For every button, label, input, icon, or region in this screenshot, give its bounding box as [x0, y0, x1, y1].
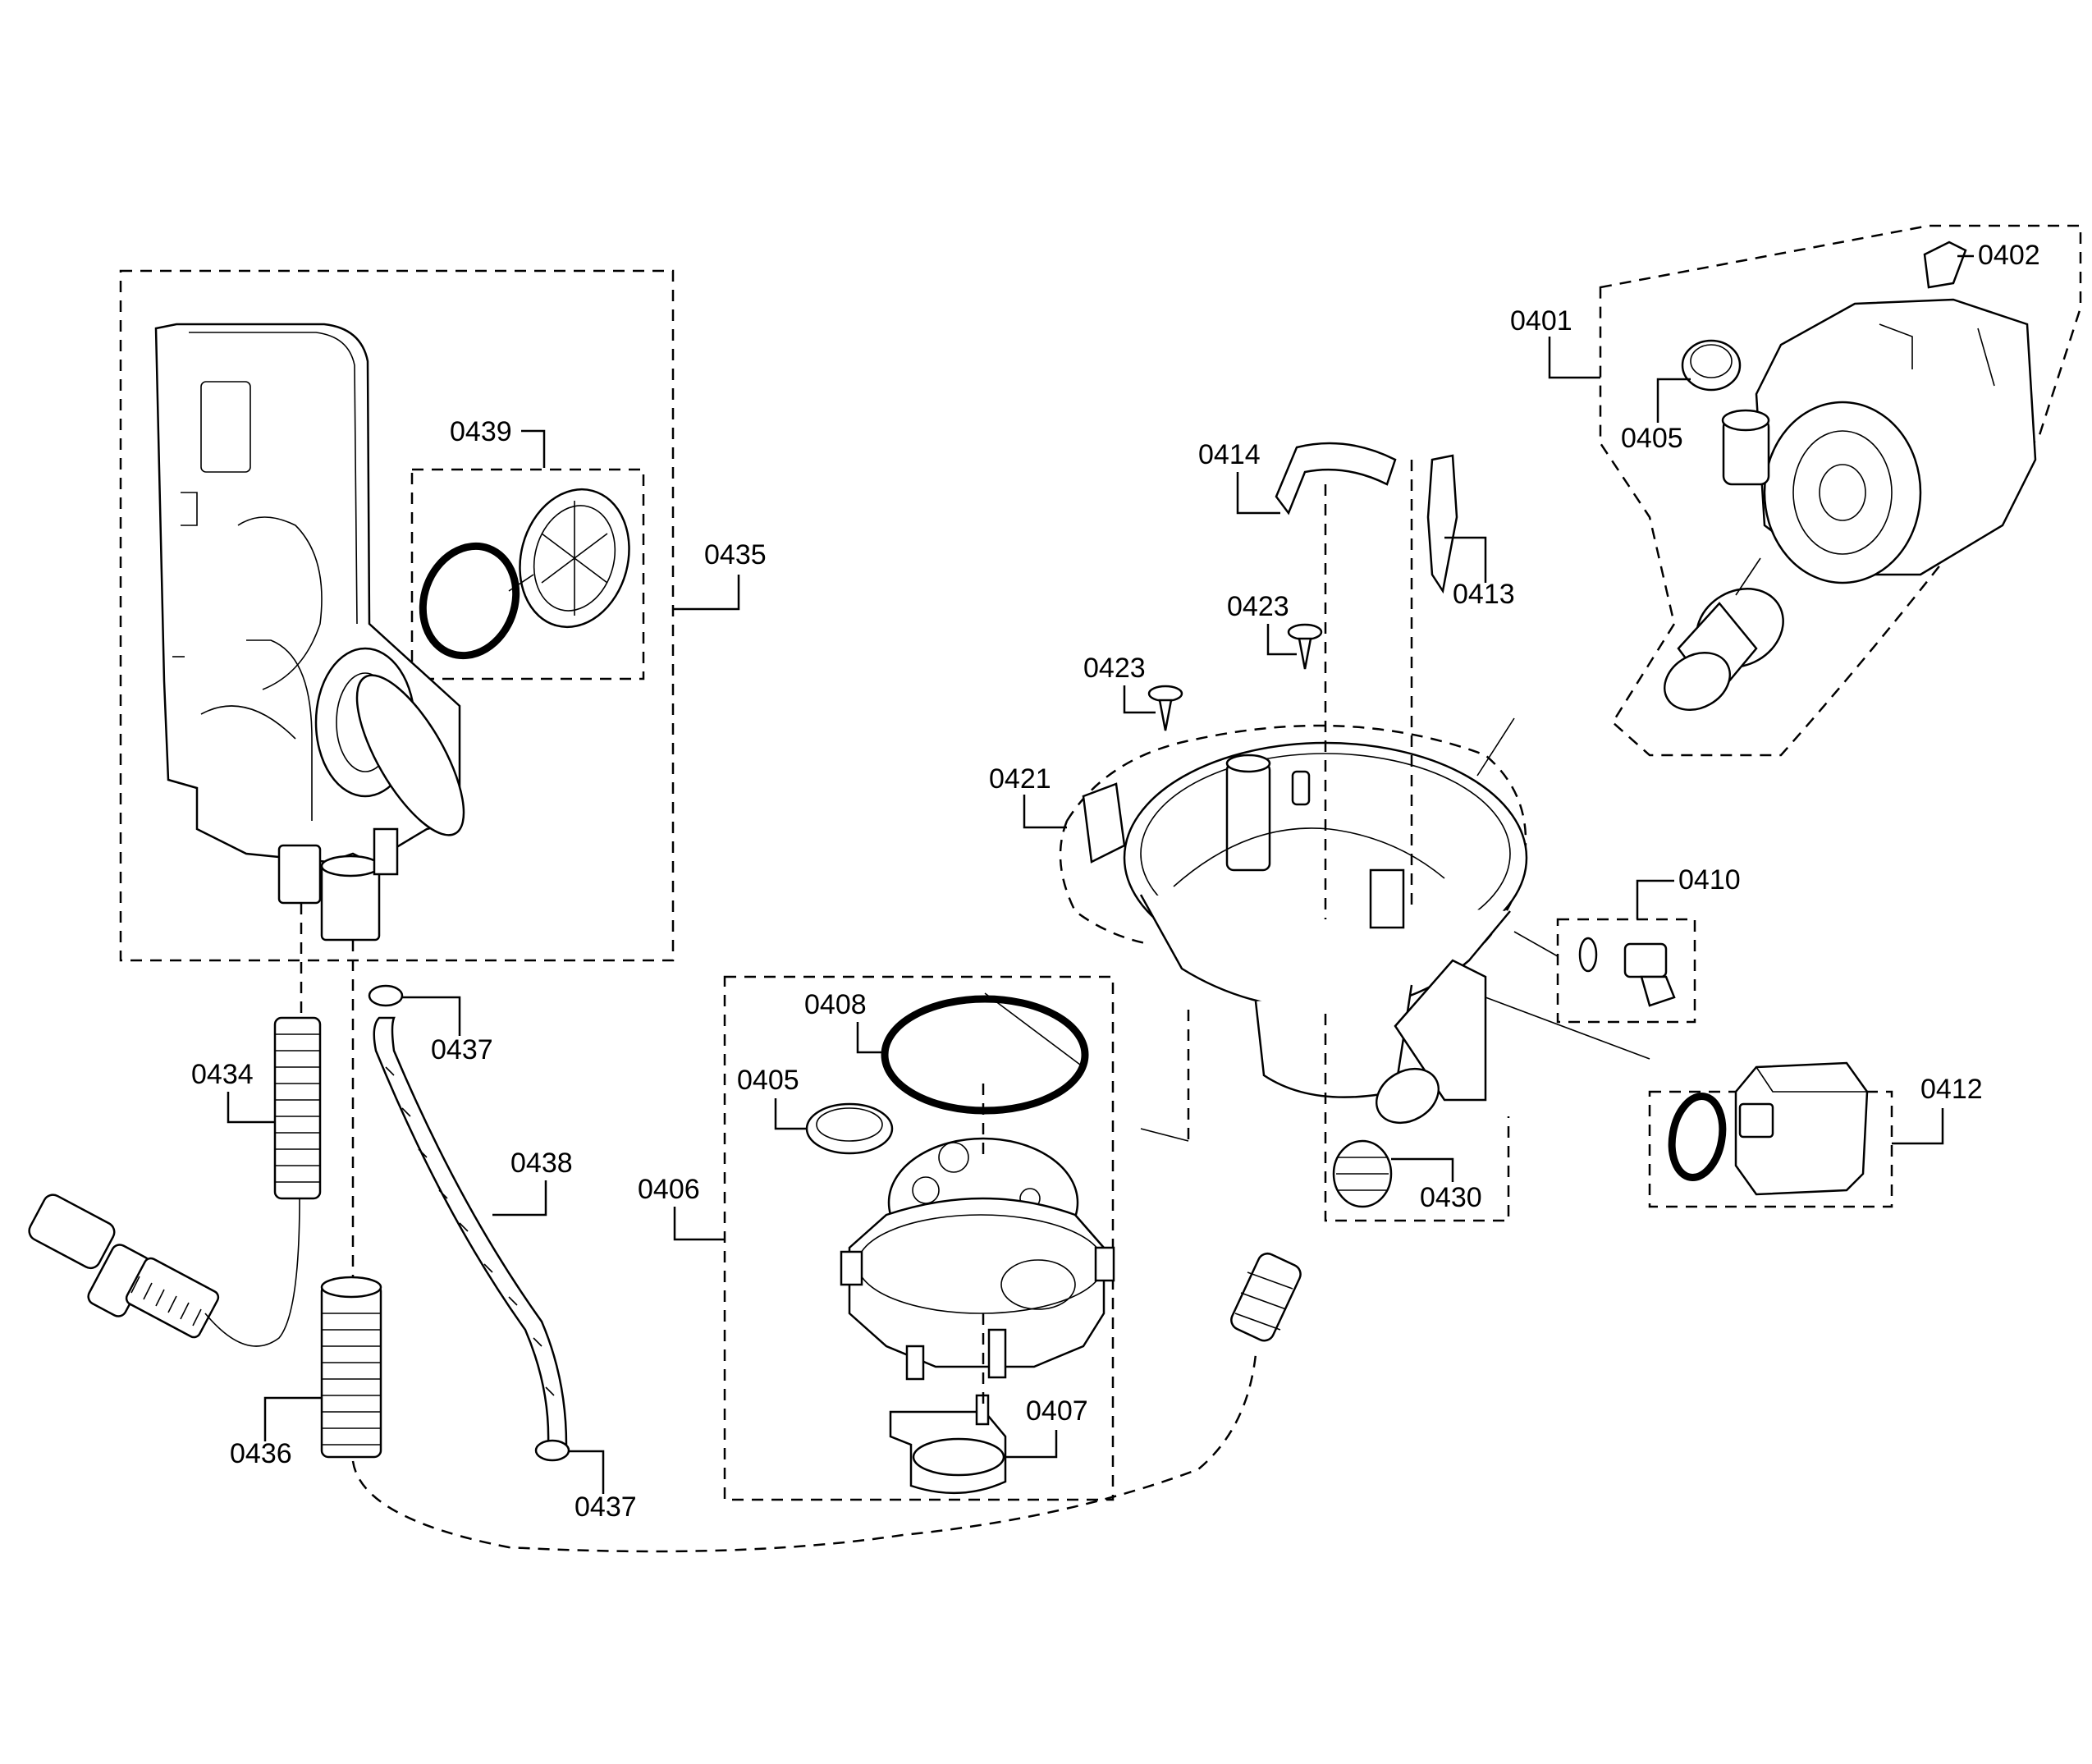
label-0421: 0421 [989, 763, 1051, 795]
label-0437-upper: 0437 [431, 1034, 493, 1065]
hose-0434 [273, 1016, 322, 1200]
clip-0414 [1275, 442, 1397, 515]
filter-0430 [1332, 1139, 1393, 1208]
pump-outlet-neck [1721, 409, 1770, 486]
group-0410 [1556, 918, 1696, 1024]
gasket-0439-seal [419, 542, 520, 660]
label-0407: 0407 [1026, 1395, 1088, 1427]
clamp-0405-right [1681, 339, 1742, 392]
drain-connector [28, 1194, 220, 1339]
clamp-0437-lower [534, 1439, 570, 1462]
label-0435: 0435 [704, 539, 767, 570]
group-0412 [1648, 1061, 1893, 1208]
label-0414: 0414 [1198, 439, 1261, 470]
label-0412: 0412 [1920, 1074, 1983, 1105]
group-0430 [1324, 1014, 1510, 1222]
group-0401 [1599, 224, 2082, 757]
label-0410: 0410 [1678, 864, 1741, 896]
label-0405-right: 0405 [1621, 423, 1683, 454]
label-0436: 0436 [230, 1438, 292, 1469]
group-box-0439 [410, 468, 645, 680]
pump-cover-0439 [519, 488, 630, 629]
sump-0421 [1059, 460, 1528, 1142]
seal-0408 [881, 995, 1089, 1115]
motor-0407 [889, 1394, 1007, 1495]
group-box-0435 [119, 269, 675, 962]
sump-small-parts [1147, 442, 1458, 731]
label-0438: 0438 [510, 1148, 573, 1179]
label-0423-right: 0423 [1227, 591, 1289, 622]
connector-lines [1485, 931, 1650, 1060]
label-0401: 0401 [1510, 305, 1572, 337]
clamp-0405-center [805, 1102, 894, 1155]
clip-0402 [1923, 241, 1967, 289]
circulation-pump-motor [1755, 298, 2037, 584]
screw-0423-left [1147, 685, 1183, 731]
group-0435 [119, 269, 675, 962]
diverter-housing [840, 1197, 1115, 1381]
hose-0436 [320, 1276, 382, 1459]
pump-inlet-tube [1664, 588, 1784, 712]
fitting-lower-center [1230, 1252, 1302, 1342]
group-0406 [723, 975, 1115, 1501]
label-0434: 0434 [191, 1059, 254, 1090]
label-0408: 0408 [804, 989, 867, 1020]
label-0423-left: 0423 [1083, 653, 1146, 684]
label-0439: 0439 [450, 416, 512, 447]
clamp-0437-upper [368, 984, 404, 1007]
label-0406: 0406 [638, 1174, 700, 1205]
label-0405-center: 0405 [737, 1065, 799, 1096]
heater-pump-0412 [1734, 1061, 1869, 1196]
label-0437-lower: 0437 [574, 1491, 637, 1523]
hose-0438 [373, 1016, 568, 1446]
screw-0423-right [1287, 623, 1323, 670]
callout-labels: 0401 0402 0405 0414 0413 0423 0423 0421 … [191, 240, 2040, 1523]
group-box-0410 [1556, 918, 1696, 1024]
group-box-0406 [723, 975, 1115, 1501]
bracket-0413 [1426, 454, 1458, 594]
oring-0410 [1578, 937, 1598, 973]
label-0402: 0402 [1978, 240, 2040, 271]
group-lower-left [28, 903, 1257, 1553]
label-0413: 0413 [1453, 579, 1515, 610]
gasket-0412 [1668, 1092, 1727, 1182]
sensor-0410 [1623, 942, 1676, 1007]
label-0430: 0430 [1420, 1182, 1482, 1213]
